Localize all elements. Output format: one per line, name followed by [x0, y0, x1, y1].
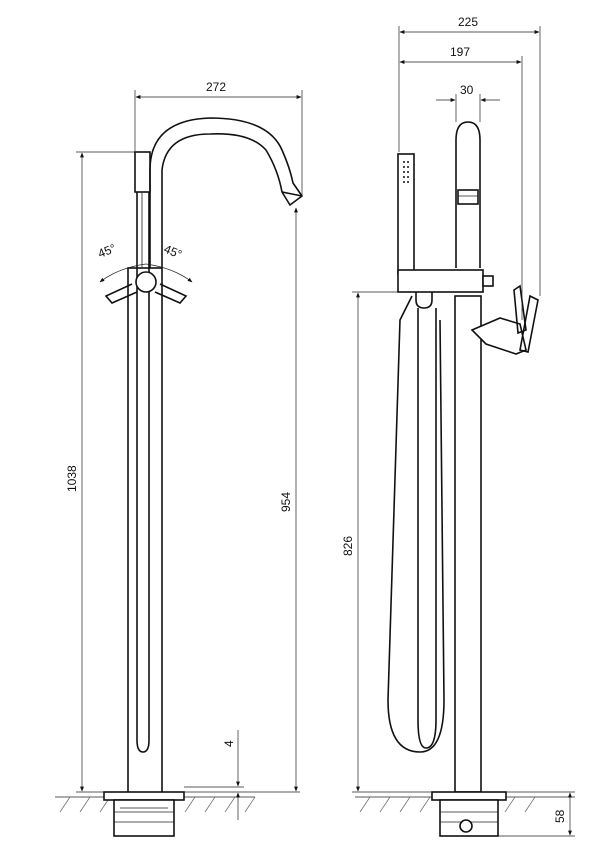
- dim-side-base-height: 58: [553, 809, 567, 823]
- dim-side-spout-diameter: 30: [460, 83, 474, 97]
- dim-front-spout-height: 954: [279, 492, 293, 512]
- angle-arc-left: [99, 263, 147, 283]
- front-view: 45° 45° 272 1038 954 4: [55, 80, 304, 837]
- dim-front-width: 272: [206, 80, 226, 94]
- angle-arc-right: [145, 263, 193, 283]
- dim-side-spout-depth: 197: [450, 45, 470, 59]
- front-column: [127, 267, 163, 795]
- side-column: [454, 295, 482, 793]
- dim-side-handshower-height: 826: [341, 536, 355, 556]
- side-base-inlet: [459, 819, 473, 833]
- side-handshower-head: [397, 153, 415, 275]
- side-diverter-button: [482, 275, 494, 287]
- side-base-flange: [431, 791, 507, 801]
- front-lever-left: [104, 283, 138, 304]
- side-view: 225 197 30 826 58: [341, 15, 575, 837]
- front-handshower-head: [134, 151, 151, 193]
- dim-front-base-gap: 4: [222, 740, 236, 747]
- side-spout-pipe: [455, 121, 481, 268]
- side-handshower-nozzles: [403, 161, 409, 183]
- side-hose: [417, 308, 437, 749]
- side-holder-bar: [397, 269, 484, 293]
- front-spout: [149, 117, 304, 268]
- dim-side-total-depth: 225: [458, 15, 478, 29]
- side-lever: [513, 284, 527, 335]
- angle-right-label: 45°: [162, 242, 184, 262]
- front-base-flange: [103, 791, 185, 801]
- side-spout-outlet: [457, 189, 479, 205]
- front-lever-right: [154, 283, 188, 304]
- front-base-block: [113, 799, 175, 837]
- dim-front-height-total: 1038: [65, 465, 79, 492]
- angle-left-label: 45°: [96, 241, 118, 261]
- front-handshower-hose: [136, 190, 150, 753]
- side-valve-body: [470, 317, 527, 355]
- front-valve-body: [135, 271, 157, 293]
